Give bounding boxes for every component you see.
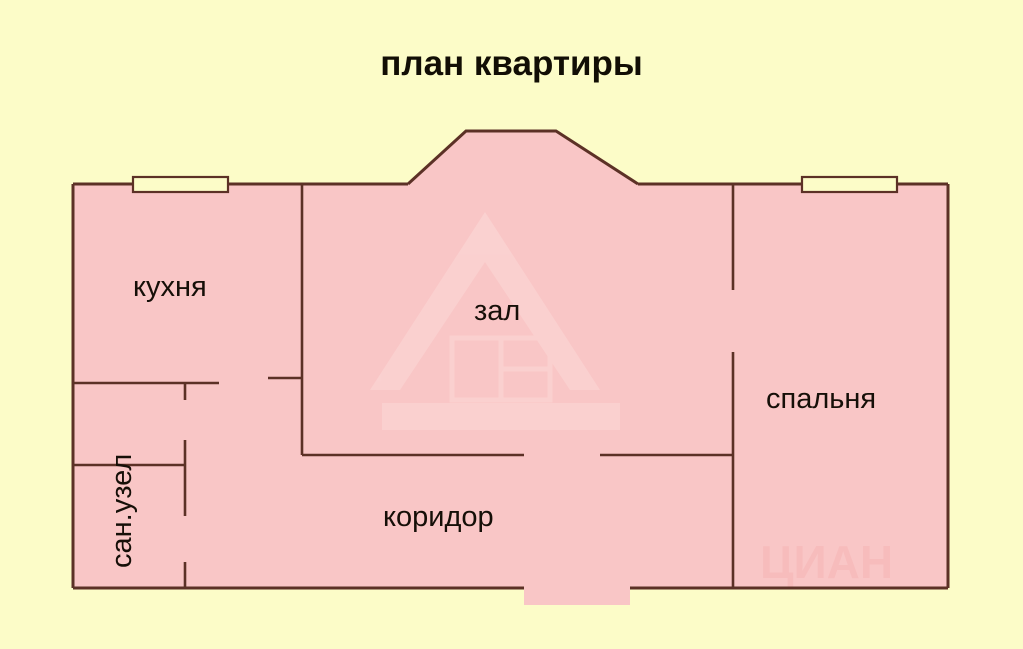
interior-walls [73, 184, 735, 588]
page-title: план квартиры [380, 44, 643, 83]
window-kitchen [131, 175, 230, 194]
entrance-door [524, 586, 630, 605]
svg-text:ЦИАН: ЦИАН [760, 536, 893, 588]
window-bedroom [800, 175, 899, 194]
room-label-bedroom: спальня [766, 383, 877, 415]
apartment-outline-fill [73, 131, 948, 604]
room-label-bathroom: сан.узел [106, 453, 138, 568]
watermark-logo [370, 212, 620, 430]
room-label-kitchen: кухня [133, 271, 207, 303]
watermark-text: ЦИАН [760, 536, 893, 588]
room-label-corridor: коридор [383, 501, 494, 533]
room-label-hall: зал [474, 295, 521, 327]
